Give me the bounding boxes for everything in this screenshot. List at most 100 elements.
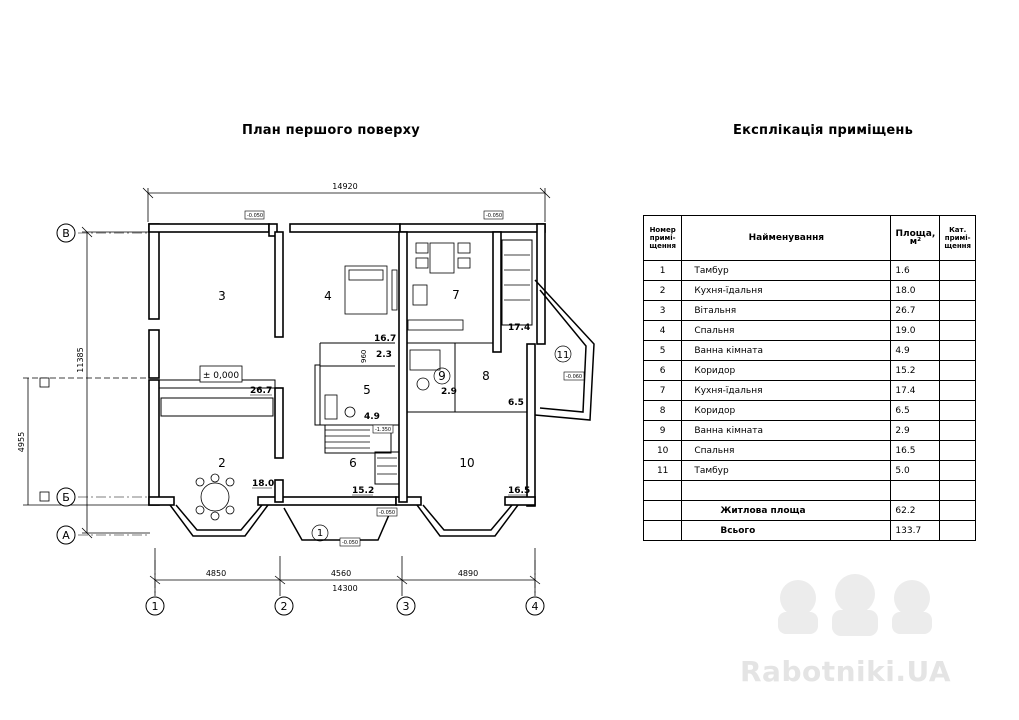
table-row-empty	[642, 480, 976, 501]
room-number-cell: 3	[642, 300, 683, 321]
empty-cell	[642, 480, 683, 501]
elevation-mark: -1.350	[375, 427, 391, 433]
room-number-cell: 11	[642, 460, 683, 481]
room-name-cell: Кухня-їдальня	[681, 280, 892, 301]
level-mark: ± 0,000	[203, 371, 239, 381]
room-area: 15.2	[352, 486, 374, 496]
axis-col-label: 2	[281, 600, 288, 613]
room-area-cell: 17.4	[890, 380, 941, 401]
empty-cell	[642, 520, 683, 541]
room-area-cell: 26.7	[890, 300, 941, 321]
room-category-cell	[939, 320, 976, 341]
dim-left-porch: 4955	[17, 432, 26, 452]
room-category-cell	[939, 300, 976, 321]
room-name-cell: Тамбур	[681, 260, 892, 281]
furniture	[195, 242, 471, 521]
room-number-cell: 9	[642, 420, 683, 441]
area-underlines	[250, 342, 528, 496]
room-numbers: 1 2 3 4 5 6 7 8 9 10 11	[218, 288, 569, 539]
elevation-mark: -0.050	[247, 213, 263, 219]
room-area: 26.7	[250, 386, 272, 396]
room-area-cell: 19.0	[890, 320, 941, 341]
room-number: 3	[218, 289, 226, 303]
axis-col-label: 4	[532, 600, 539, 613]
room-number-cell: 4	[642, 320, 683, 341]
room-number: 1	[317, 528, 323, 539]
room-area-cell: 18.0	[890, 280, 941, 301]
axis-row-label: В	[62, 227, 70, 240]
room-number: 6	[349, 456, 357, 470]
elevation-mark: -0.060	[566, 374, 582, 380]
room-category-cell	[939, 440, 976, 461]
total-value: 133.7	[890, 520, 941, 541]
explication-title: Експлікація приміщень	[733, 123, 913, 138]
room-area-cell: 6.5	[890, 400, 941, 421]
room-area: 2.3	[376, 350, 392, 360]
empty-cell	[681, 480, 892, 501]
room-number: 10	[459, 456, 474, 470]
table-header-row: Номер примі-щення Найменування Площа, м²…	[642, 215, 976, 261]
room-name-cell: Спальня	[681, 440, 892, 461]
room-category-cell	[939, 380, 976, 401]
axis-col-label: 1	[152, 600, 159, 613]
room-number: 4	[324, 289, 332, 303]
room-number: 7	[452, 288, 460, 302]
room-number-cell: 7	[642, 380, 683, 401]
axis-row-label: Б	[62, 491, 70, 504]
room-area-cell: 4.9	[890, 340, 941, 361]
porch-columns	[39, 377, 50, 502]
room-areas: 18.0 26.7 16.7 2.3 4.9 15.2 17.4 2.9 6.5…	[250, 323, 530, 496]
room-number: 11	[557, 350, 570, 361]
col-header-category: Кат. примі-щення	[939, 215, 976, 261]
room-area: 18.0	[252, 479, 274, 489]
room-area-cell: 2.9	[890, 420, 941, 441]
room-number-cell: 5	[642, 340, 683, 361]
empty-cell	[890, 480, 941, 501]
elevation-mark: -0.050	[379, 510, 395, 516]
room-category-cell	[939, 400, 976, 421]
room-number-cell: 8	[642, 400, 683, 421]
elevation-mark: -0.050	[342, 540, 358, 546]
room-name-cell: Спальня	[681, 320, 892, 341]
dim-bottom-segment: 4850	[206, 569, 226, 578]
interior-partitions	[158, 239, 533, 485]
room-area: 4.9	[364, 412, 380, 422]
room-category-cell	[939, 340, 976, 361]
total-label: Житлова площа	[681, 500, 892, 521]
room-category-cell	[939, 460, 976, 481]
total-value: 62.2	[890, 500, 941, 521]
axis-row-label: А	[62, 529, 70, 542]
room-area: 16.7	[374, 334, 396, 344]
plan-title: План першого поверху	[242, 123, 420, 138]
empty-cell	[939, 480, 976, 501]
exterior-walls	[148, 223, 546, 507]
explication-table: Номер примі-щення Найменування Площа, м²…	[642, 215, 976, 541]
axis-col-label: 3	[403, 600, 410, 613]
dim-top: 14920	[332, 182, 357, 191]
room-area-cell: 15.2	[890, 360, 941, 381]
empty-cell	[939, 520, 976, 541]
room-number-circles	[311, 345, 572, 542]
empty-cell	[939, 500, 976, 521]
room-area: 6.5	[508, 398, 524, 408]
room-number: 2	[218, 456, 226, 470]
room-number: 8	[482, 369, 490, 383]
watermark: Rabotniki.UA	[740, 655, 952, 688]
empty-cell	[642, 500, 683, 521]
col-header-name: Найменування	[681, 215, 892, 261]
elevation-mark: -0.050	[486, 213, 502, 219]
room-number: 9	[438, 369, 446, 383]
room-category-cell	[939, 360, 976, 381]
room-area: 17.4	[508, 323, 530, 333]
